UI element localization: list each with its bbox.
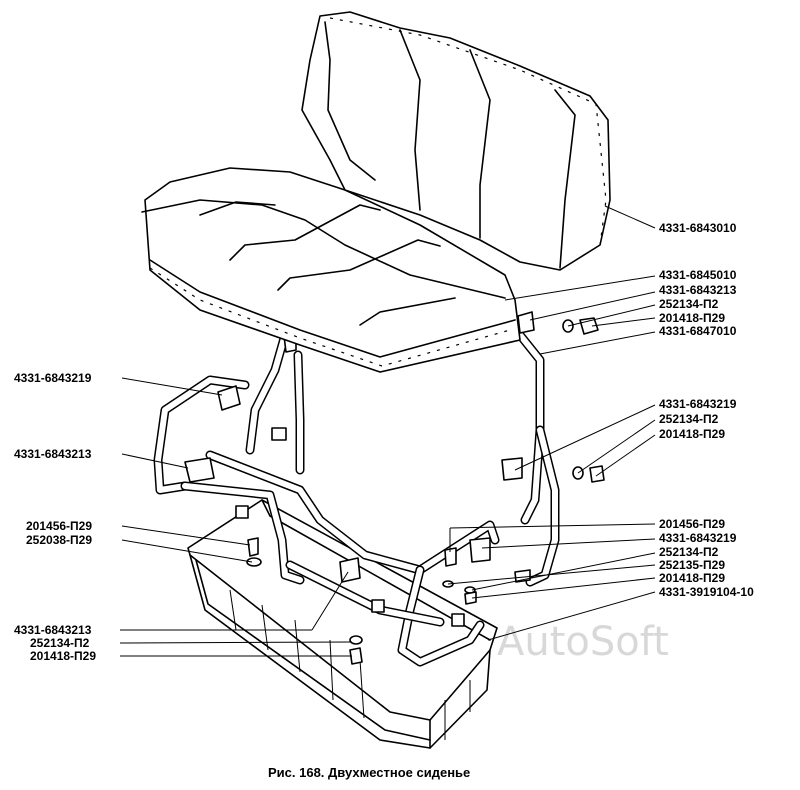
figure-caption: Рис. 168. Двухместное сиденье bbox=[268, 765, 470, 780]
label-cushion: 4331-6845010 bbox=[659, 268, 737, 282]
watermark: AutoSoft bbox=[497, 619, 669, 665]
label-frame: 4331-6847010 bbox=[659, 324, 737, 338]
label-right-washer-low: 252134-П2 bbox=[659, 545, 719, 559]
part-labels: 4331-6843010 4331-6845010 4331-6843213 2… bbox=[14, 221, 754, 663]
label-bottom-bolt: 201418-П29 bbox=[30, 649, 96, 663]
label-right-bracket-mid: 4331-6843219 bbox=[659, 397, 737, 411]
label-left-bracket-upper: 4331-6843219 bbox=[14, 371, 92, 385]
seat-cushion bbox=[141, 167, 521, 373]
label-right-lockwasher-low: 252135-П29 bbox=[659, 558, 725, 572]
label-right-bolt: 201456-П29 bbox=[659, 517, 725, 531]
label-box: 4331-3919104-10 bbox=[659, 585, 754, 599]
label-left-bolt: 201456-П29 bbox=[26, 519, 92, 533]
label-right-bolt-low: 201418-П29 bbox=[659, 571, 725, 585]
label-right-bracket-top: 4331-6843213 bbox=[659, 283, 737, 297]
leader-lines bbox=[119, 205, 656, 657]
label-bolt-mid: 201418-П29 bbox=[659, 427, 725, 441]
backrest bbox=[301, 11, 611, 271]
label-bottom-washer: 252134-П2 bbox=[30, 636, 90, 650]
label-left-washer: 252038-П29 bbox=[26, 533, 92, 547]
fasteners bbox=[246, 317, 605, 665]
frame bbox=[153, 330, 560, 667]
label-washer-mid: 252134-П2 bbox=[659, 412, 719, 426]
label-left-bracket-lower: 4331-6843213 bbox=[14, 447, 92, 461]
label-backrest: 4331-6843010 bbox=[659, 221, 737, 235]
label-washer-top: 252134-П2 bbox=[659, 297, 719, 311]
label-bottom-bracket: 4331-6843213 bbox=[14, 623, 92, 637]
label-right-bracket-low: 4331-6843219 bbox=[659, 531, 737, 545]
label-bolt-top: 201418-П29 bbox=[659, 311, 725, 325]
